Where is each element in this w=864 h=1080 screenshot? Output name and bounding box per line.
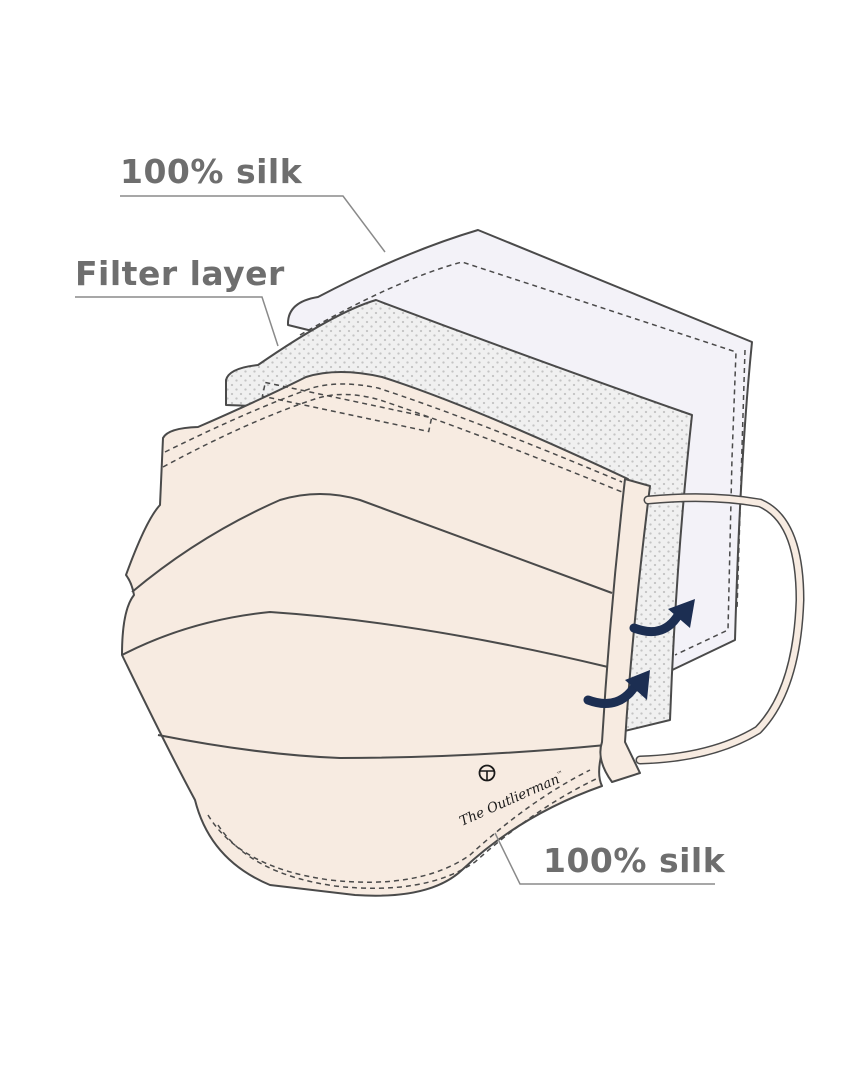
label-outer-silk: 100% silk: [120, 152, 303, 191]
steering-wheel-icon: [478, 764, 496, 782]
nose-wire-slot: [261, 381, 433, 433]
label-filter-layer: Filter layer: [75, 254, 285, 293]
insert-arrow-lower: [583, 670, 650, 708]
leader-line-outer-silk: [120, 195, 386, 253]
ear-loop: [635, 493, 805, 765]
leader-line-inner-silk: [494, 832, 715, 885]
leader-line-filter: [75, 296, 279, 347]
insert-arrow-upper: [629, 599, 695, 636]
label-inner-silk: 100% silk: [543, 841, 726, 880]
leader-lines: [75, 195, 715, 885]
